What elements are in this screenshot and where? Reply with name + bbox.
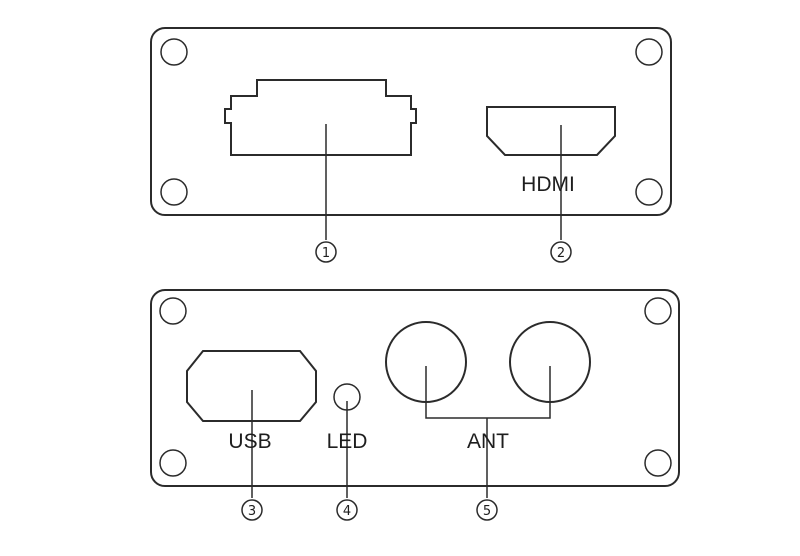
usb-port: [186, 350, 317, 422]
bottom-panel-screw-tl: [159, 297, 187, 325]
ant-label: ANT: [467, 430, 509, 453]
callout-number-1: 1: [322, 246, 330, 261]
bottom-panel-screw-bl: [159, 449, 187, 477]
bottom-panel: USB LED ANT 3 4 5: [150, 289, 680, 521]
top-panel: HDMI 1 2: [150, 27, 672, 263]
top-panel-outline: [150, 27, 672, 216]
bottom-panel-outline: [150, 289, 680, 487]
callout-number-5: 5: [483, 504, 491, 519]
hdmi-label: HDMI: [521, 173, 575, 196]
callout-3: 3: [241, 499, 263, 521]
usb-label: USB: [228, 430, 271, 453]
antenna-bracket-line: [425, 366, 551, 419]
led-label: LED: [327, 430, 368, 453]
callout-number-2: 2: [557, 246, 565, 261]
top-panel-screw-tr: [635, 38, 663, 66]
top-panel-screw-bl: [160, 178, 188, 206]
callout-number-3: 3: [248, 504, 256, 519]
callout-4: 4: [336, 499, 358, 521]
bottom-panel-screw-br: [644, 449, 672, 477]
callout-5: 5: [476, 499, 498, 521]
top-panel-screw-tl: [160, 38, 188, 66]
top-panel-screw-br: [635, 178, 663, 206]
hdmi-port: [486, 106, 616, 156]
callout-2: 2: [550, 241, 572, 263]
bottom-panel-screw-tr: [644, 297, 672, 325]
callout-number-4: 4: [343, 504, 351, 519]
callout-1: 1: [315, 241, 337, 263]
dc-connector-port: [224, 79, 417, 156]
